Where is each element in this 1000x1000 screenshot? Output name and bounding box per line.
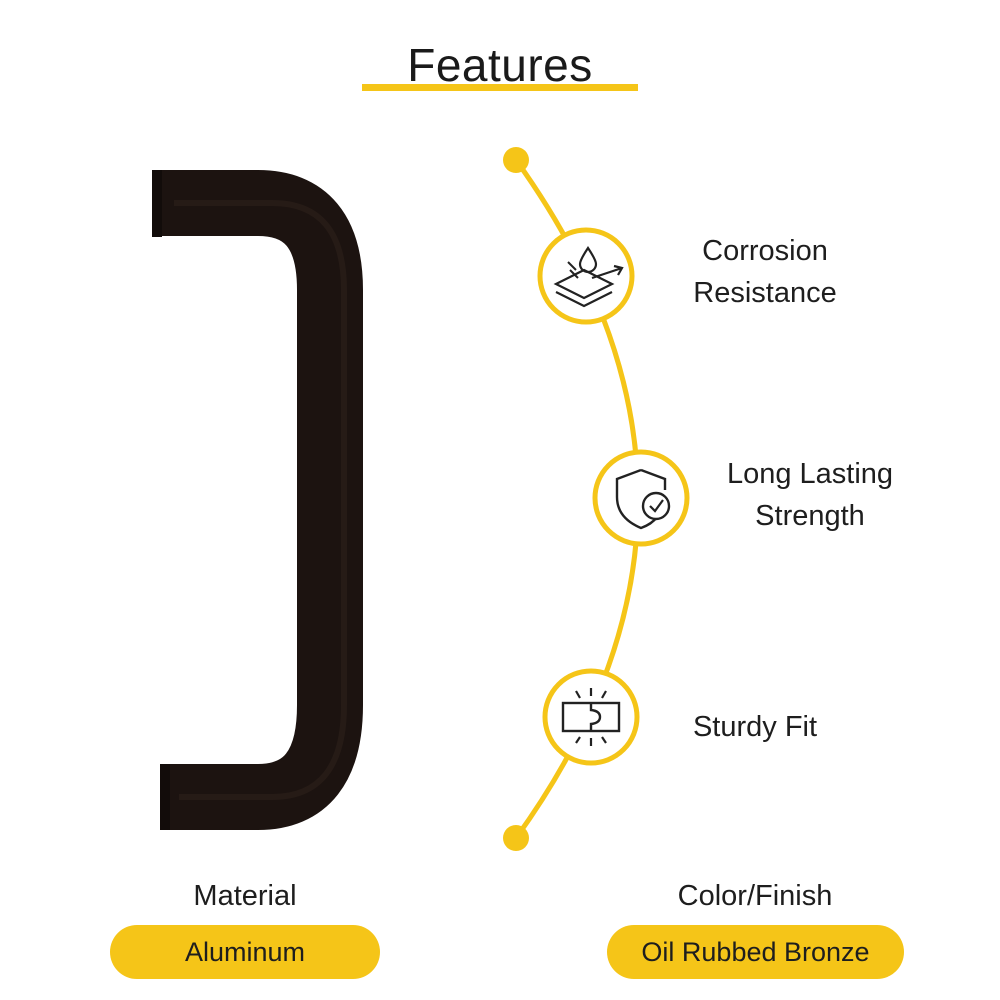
feature-sturdy-fit: Sturdy Fit xyxy=(670,706,840,748)
finish-value-pill: Oil Rubbed Bronze xyxy=(607,925,904,979)
water-resistance-icon xyxy=(537,227,635,325)
finish-label: Color/Finish xyxy=(677,880,833,912)
feature-label-line2: Strength xyxy=(755,500,865,532)
feature-label-line1: Sturdy Fit xyxy=(692,711,818,743)
shield-clock-icon xyxy=(592,449,690,547)
feature-label-line1: Corrosion xyxy=(702,235,828,267)
feature-label-line1: Long Lasting xyxy=(726,458,894,490)
feature-corrosion-resistance: Corrosion Resistance xyxy=(670,230,860,314)
timeline-end-dot xyxy=(503,825,529,851)
material-label: Material xyxy=(193,880,297,912)
material-value-pill: Aluminum xyxy=(110,925,380,979)
feature-label-line2: Resistance xyxy=(693,277,837,309)
title-underline xyxy=(362,84,638,91)
feature-long-lasting-strength: Long Lasting Strength xyxy=(705,453,915,537)
timeline-start-dot xyxy=(503,147,529,173)
pull-handle-image xyxy=(152,170,363,830)
page-title: Features xyxy=(407,39,593,91)
puzzle-fit-icon xyxy=(542,668,640,766)
